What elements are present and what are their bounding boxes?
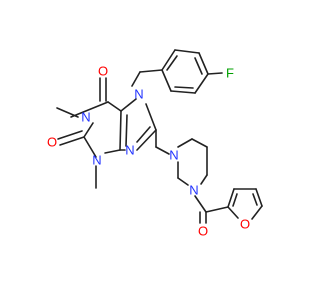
molecule-diagram: N N N N N N O O O O F: [47, 49, 263, 239]
bond-furan-double-2: [252, 193, 258, 206]
bond-c6-n1: [107, 101, 122, 112]
bond-c2-n3: [83, 136, 97, 158]
bond-c8-n9: [136, 129, 157, 151]
bond-aryl-1: [161, 69, 172, 92]
bond-c2-o2: [59, 136, 85, 146]
atom-o6: O: [98, 64, 108, 79]
bonds: [56, 49, 263, 224]
structure-svg: N N N N N N O O O O F: [47, 49, 263, 239]
bond-aryl-5: [174, 49, 200, 54]
atom-n3: N: [92, 153, 101, 168]
bond-pip-5: [177, 177, 189, 186]
bond-c2-o2-double: [57, 130, 83, 140]
bond-aryl-3: [194, 73, 209, 94]
bond-aryl-2: [170, 90, 196, 94]
bond-n1-methyl: [56, 107, 79, 118]
bond-aryl-double-2: [194, 57, 203, 75]
bond-n7-c8: [145, 103, 157, 131]
atom-np4: N: [189, 183, 198, 198]
bond-c5-n7: [120, 98, 137, 112]
bond-ch2-aryl: [139, 69, 163, 73]
atom-n9: N: [125, 143, 134, 158]
bond-ch2-np1: [155, 146, 170, 155]
bond-carbonyl-furan: [205, 206, 229, 213]
bond-n3-c4: [104, 149, 121, 154]
atom-o-carbonyl: O: [198, 224, 208, 239]
bond-aryl-double-1: [174, 86, 194, 89]
bond-c8-n9-double: [136, 126, 151, 143]
atom-labels: N N N N N N O O O O F: [47, 64, 250, 239]
bond-aryl-double-3: [166, 55, 178, 71]
bond-furan-3: [255, 188, 263, 207]
bond-furan-4: [251, 205, 263, 220]
bond-furan-5: [227, 206, 239, 219]
bond-np4-carbonyl: [194, 195, 207, 213]
bond-c6-c5: [70, 101, 109, 118]
bond-n1-c2: [83, 122, 94, 138]
bond-aryl-4: [198, 52, 209, 75]
bond-furan-double-1: [232, 193, 238, 207]
bond-furan-1: [227, 188, 235, 208]
atom-f: F: [226, 66, 234, 81]
bond-aryl-6: [161, 49, 176, 71]
atom-o2: O: [47, 135, 57, 150]
bond-c4-c5: [119, 110, 122, 151]
atom-o-furan: O: [240, 217, 250, 232]
atom-n1: N: [81, 110, 90, 125]
bond-pip-4: [200, 174, 208, 185]
atom-n7: N: [134, 87, 143, 102]
bond-aryl-f: [207, 72, 223, 75]
bond-pip-1: [177, 138, 193, 148]
bond-pip-2: [191, 138, 208, 148]
bond-n7-ch2: [131, 71, 141, 87]
bond-c4-c5-double: [125, 114, 128, 147]
atom-np1: N: [169, 148, 178, 163]
